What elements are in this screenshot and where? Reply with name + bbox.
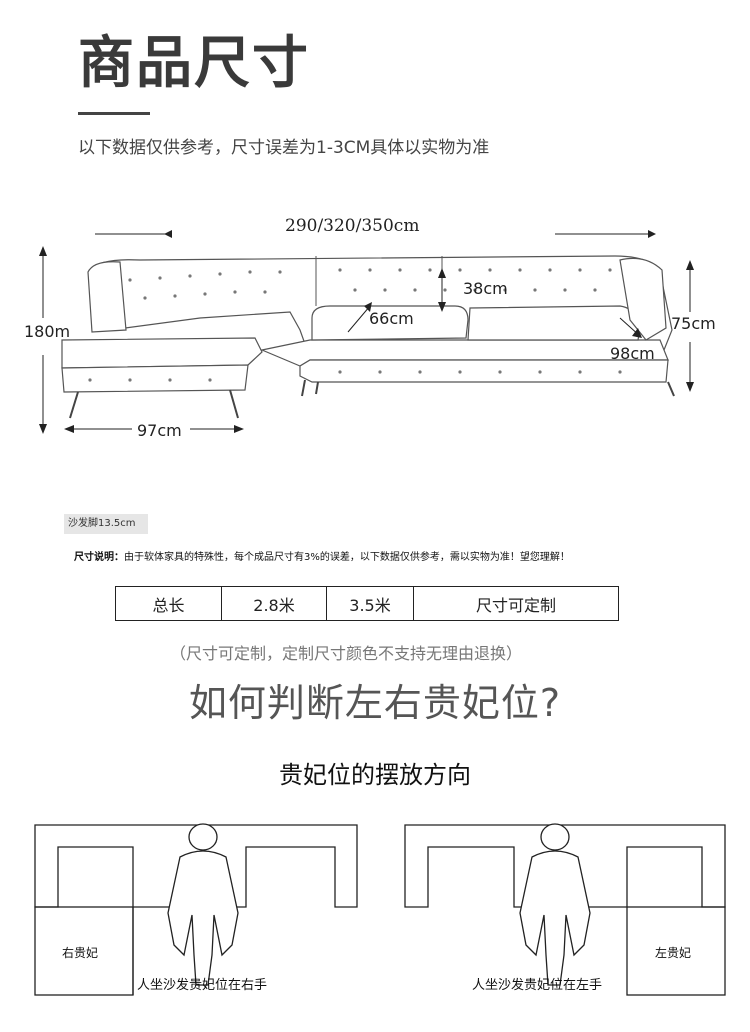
seat-height-label: 75cm	[671, 314, 716, 333]
placement-diagrams	[34, 823, 726, 996]
left-chaise-label: 左贵妃	[655, 946, 692, 960]
back-height-label: 38cm	[463, 279, 508, 298]
size-note-text: 由于软体家具的特殊性，每个成品尺寸有3%的误差，以下数据仅供参考，需以实物为准！…	[124, 552, 570, 563]
table-row: 总长 2.8米 3.5米 尺寸可定制	[115, 586, 619, 621]
table-cell: 2.8米	[221, 586, 327, 621]
total-width-label: 290/320/350cm	[285, 216, 420, 236]
sofa-illustration	[39, 230, 694, 434]
section-title: 贵妃位的摆放方向	[279, 761, 471, 789]
table-cell: 总长	[115, 586, 222, 621]
page-subtitle: 以下数据仅供参考，尺寸误差为1-3CM具体以实物为准	[78, 138, 490, 158]
right-chaise-label: 右贵妃	[62, 946, 99, 960]
size-note: 尺寸说明：由于软体家具的特殊性，每个成品尺寸有3%的误差，以下数据仅供参考，需以…	[74, 548, 570, 563]
leg-height-tag: 沙发脚13.5cm	[64, 514, 148, 534]
seat-depth-label: 98cm	[610, 344, 655, 363]
custom-note: （尺寸可定制，定制尺寸颜色不支持无理由退换）	[170, 644, 523, 663]
size-table: 总长 2.8米 3.5米 尺寸可定制	[115, 586, 619, 621]
table-cell: 尺寸可定制	[413, 586, 619, 621]
title-divider	[78, 112, 150, 115]
question-heading: 如何判断左右贵妃位?	[188, 681, 562, 725]
right-chaise-caption: 人坐沙发贵妃位在右手	[137, 978, 268, 993]
height-label: 180m	[24, 322, 71, 341]
table-cell: 3.5米	[326, 586, 414, 621]
size-note-label: 尺寸说明：	[74, 552, 124, 563]
person-icon-right	[519, 823, 591, 986]
seat-width-label: 66cm	[369, 309, 414, 328]
left-chaise-caption: 人坐沙发贵妃位在左手	[472, 978, 603, 993]
person-icon-left	[167, 823, 239, 986]
page-title: 商品尺寸	[78, 30, 310, 96]
chaise-depth-label: 97cm	[137, 421, 182, 440]
